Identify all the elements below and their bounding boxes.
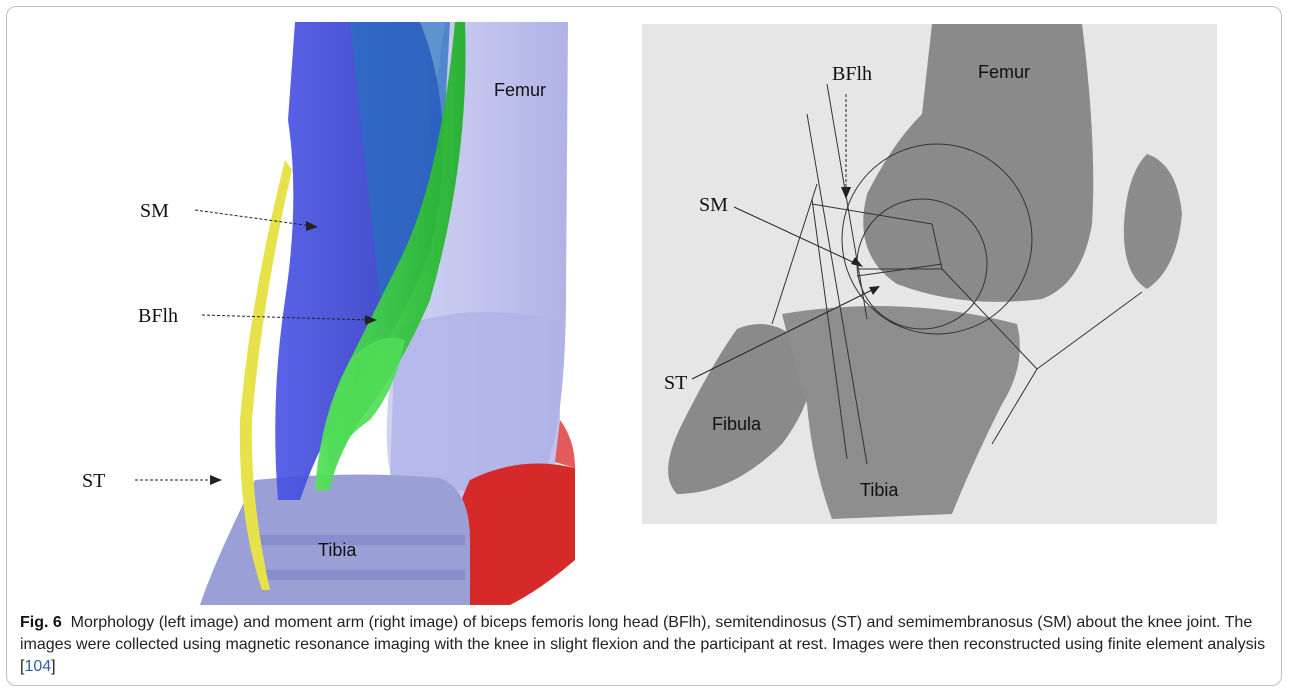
moment-arm-image: BFlh SM ST Femur Fibula Tibia xyxy=(642,24,1217,524)
caption-end: ] xyxy=(51,658,55,675)
caption-reference-link[interactable]: 104 xyxy=(24,658,51,675)
figure-caption: Fig. 6 Morphology (left image) and momen… xyxy=(20,612,1270,678)
label-st: ST xyxy=(82,470,105,492)
label-sm: SM xyxy=(140,200,169,222)
label-bflh-right: BFlh xyxy=(832,63,872,85)
label-femur-right: Femur xyxy=(978,62,1030,82)
figure-number: Fig. 6 xyxy=(20,614,62,631)
label-sm-right: SM xyxy=(699,194,728,216)
caption-text: Morphology (left image) and moment arm (… xyxy=(20,614,1265,675)
label-femur: Femur xyxy=(494,80,546,100)
label-st-right: ST xyxy=(664,372,687,394)
label-fibula-right: Fibula xyxy=(712,414,762,434)
label-tibia-right: Tibia xyxy=(860,480,899,500)
label-bflh: BFlh xyxy=(138,305,178,327)
label-tibia: Tibia xyxy=(318,540,357,560)
morphology-image: SM BFlh ST Femur Tibia xyxy=(0,0,600,610)
